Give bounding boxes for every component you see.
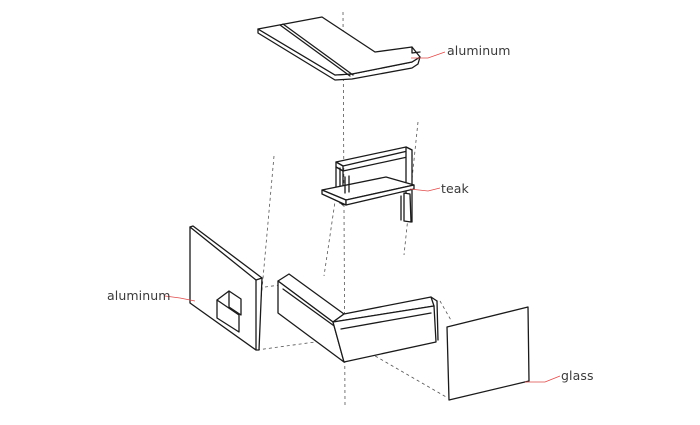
- leader-teak: [409, 187, 441, 192]
- side-aluminum-panel: [189, 225, 263, 351]
- label-side-aluminum: aluminum: [107, 288, 171, 303]
- glass-panel: [446, 306, 530, 401]
- top-aluminum-plate: [257, 16, 421, 81]
- teak-shelf-frame: [321, 146, 415, 223]
- leader-top-aluminum: [411, 51, 446, 59]
- leader-glass: [525, 375, 561, 383]
- leader-side-aluminum: [164, 295, 196, 302]
- label-glass: glass: [561, 368, 594, 383]
- label-top-aluminum: aluminum: [447, 43, 511, 58]
- l-shaped-frame: [277, 273, 439, 363]
- leader-lines: [164, 51, 561, 383]
- label-teak: teak: [441, 181, 469, 196]
